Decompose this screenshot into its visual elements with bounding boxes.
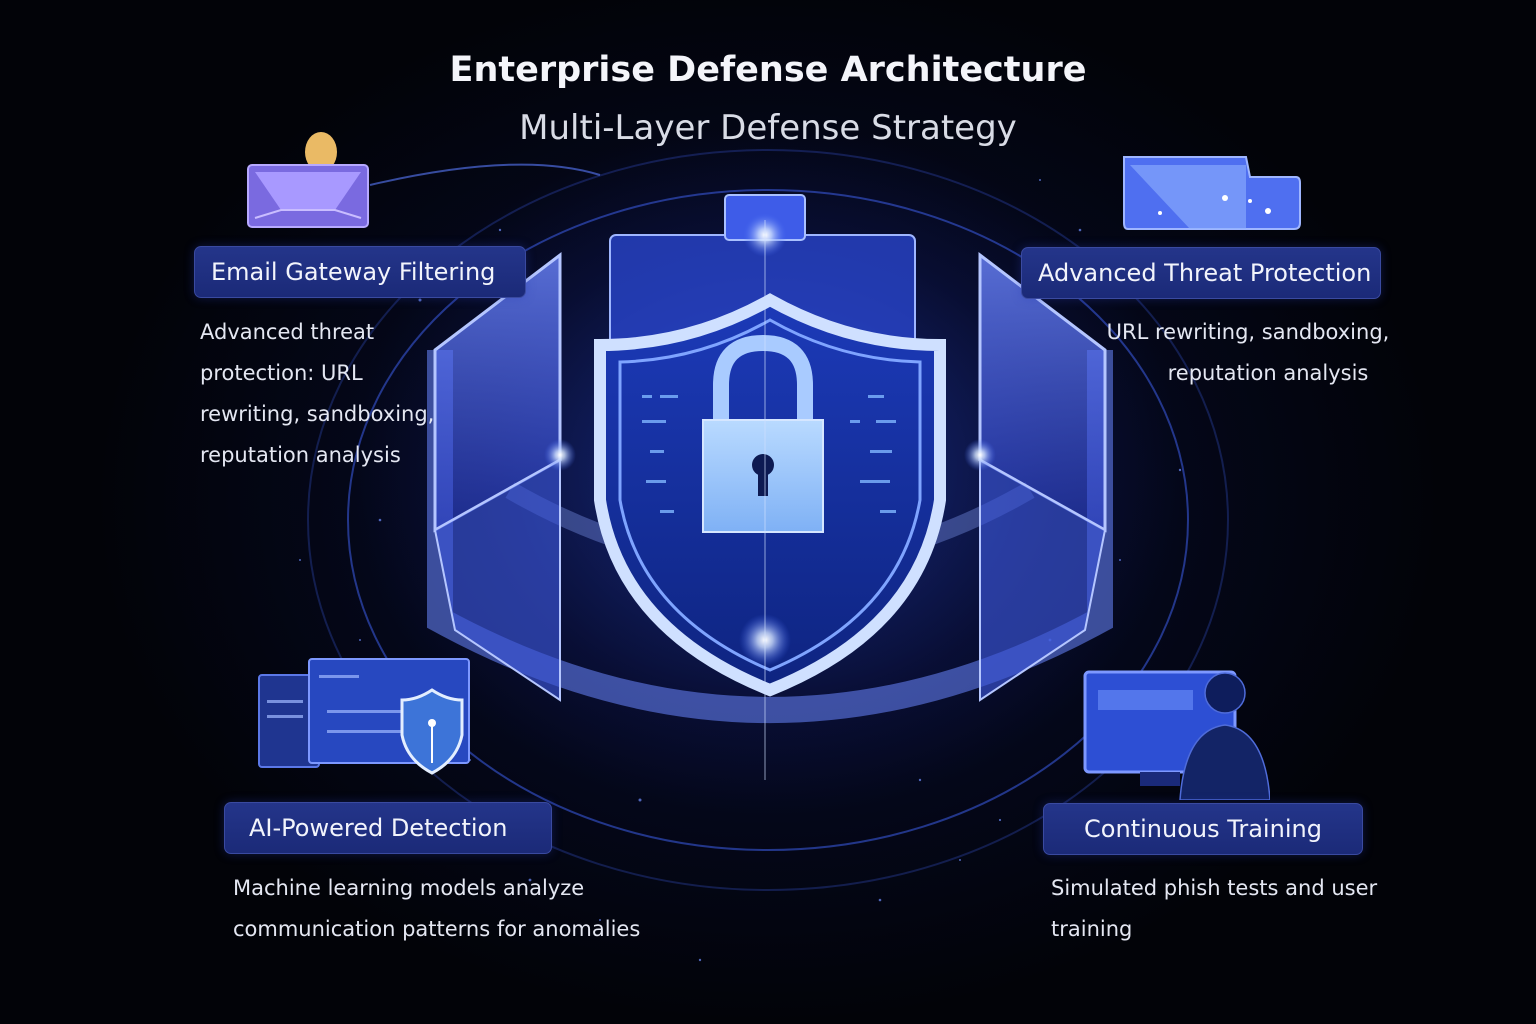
desc-line: rewriting, sandboxing,: [200, 402, 435, 426]
label-advanced-threat-text: Advanced Threat Protection: [1038, 259, 1372, 287]
desc-training: Simulated phish tests and user training: [1051, 868, 1377, 950]
label-email-gateway-text: Email Gateway Filtering: [211, 258, 496, 286]
desc-line: Simulated phish tests and user: [1051, 876, 1378, 900]
desc-line: communication patterns for anomalies: [233, 917, 641, 941]
desc-line: reputation analysis: [200, 443, 401, 467]
desc-line: training: [1051, 917, 1133, 941]
lock-icon: [702, 334, 824, 533]
desc-line: protection: URL: [200, 361, 363, 385]
folder-icon: [1123, 156, 1301, 230]
label-ai-detection-text: AI-Powered Detection: [249, 814, 508, 842]
label-email-gateway: Email Gateway Filtering: [194, 246, 526, 298]
desc-line: URL rewriting, sandboxing,: [1106, 320, 1390, 344]
desc-line: Machine learning models analyze: [233, 876, 585, 900]
dashboard-shield-icon: [258, 658, 470, 775]
desc-line: reputation analysis: [1167, 361, 1369, 385]
label-ai-detection: AI-Powered Detection: [224, 802, 552, 854]
desc-advanced-threat: URL rewriting, sandboxing, reputation an…: [1106, 312, 1390, 394]
envelope-icon: [247, 132, 369, 228]
user-at-monitor-icon: [1083, 670, 1270, 800]
central-shield-illustration: [427, 194, 1113, 780]
label-advanced-threat: Advanced Threat Protection: [1021, 247, 1381, 299]
desc-email-gateway: Advanced threat protection: URL rewritin…: [200, 312, 434, 476]
page-title: Enterprise Defense Architecture: [449, 50, 1087, 90]
desc-ai-detection: Machine learning models analyze communic…: [233, 868, 640, 950]
page-subtitle: Multi-Layer Defense Strategy: [519, 108, 1017, 148]
label-training: Continuous Training: [1043, 803, 1363, 855]
label-training-text: Continuous Training: [1084, 815, 1322, 843]
desc-line: Advanced threat: [200, 320, 375, 344]
